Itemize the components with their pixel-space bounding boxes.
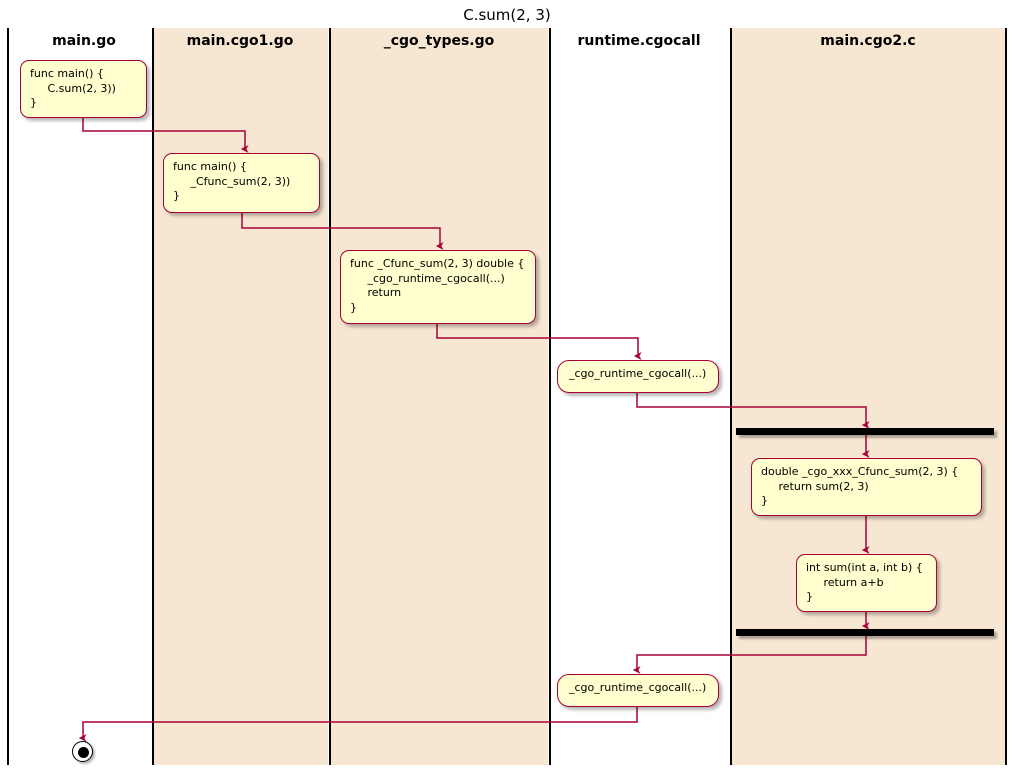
edge-func-main-cgo1-to-func-cfunc-sum (241, 213, 444, 251)
lane-dividers (7, 28, 1007, 765)
edge-func-main-go-to-func-main-cgo1 (82, 117, 249, 154)
activity-cgo-xxx-cfunc-sum[interactable]: double _cgo_xxx_Cfunc_sum(2, 3) { return… (751, 458, 982, 516)
edge-join-bar-to-cgocall-return (632, 636, 867, 675)
lane-bg-main-go (8, 28, 152, 765)
activity-func-cfunc-sum[interactable]: func _Cfunc_sum(2, 3) double { _cgo_runt… (340, 250, 536, 324)
activity-func-main-cgo1[interactable]: func main() { _Cfunc_sum(2, 3)) } (163, 153, 320, 213)
activity-func-main-go[interactable]: func main() { C.sum(2, 3)) } (20, 60, 147, 118)
flow-arrows (78, 117, 870, 743)
edge-cgocall-return-to-activity-end (78, 707, 638, 743)
join-bar (736, 629, 994, 636)
lane-header-main-cgo1-go: main.cgo1.go (186, 33, 294, 49)
fork-bar (736, 428, 994, 435)
lane-bg-main-cgo2-c (731, 28, 1006, 765)
end-node[interactable] (72, 741, 93, 762)
activity-cgocall-return[interactable]: _cgo_runtime_cgocall(...) (557, 674, 719, 707)
lane-backgrounds (8, 28, 1006, 765)
activity-cgocall-call[interactable]: _cgo_runtime_cgocall(...) (557, 360, 719, 393)
lane-bg-runtime-cgocall (550, 28, 729, 765)
lane-bg-cgo-types-go (330, 28, 548, 765)
lane-header-main-cgo2-c: main.cgo2.c (820, 33, 916, 49)
lane-header-runtime-cgocall: runtime.cgocall (577, 33, 701, 49)
edge-func-cfunc-sum-to-cgocall-call (436, 324, 642, 361)
activity-int-sum[interactable]: int sum(int a, int b) { return a+b } (796, 554, 937, 612)
lane-header-cgo-types-go: _cgo_types.go (383, 33, 495, 49)
edge-cgocall-call-to-fork-bar (636, 393, 870, 430)
diagram-title: C.sum(2, 3) (463, 6, 551, 24)
end-node-dot (78, 747, 89, 758)
lane-bg-main-cgo1-go (153, 28, 328, 765)
lane-header-main-go: main.go (52, 33, 116, 49)
